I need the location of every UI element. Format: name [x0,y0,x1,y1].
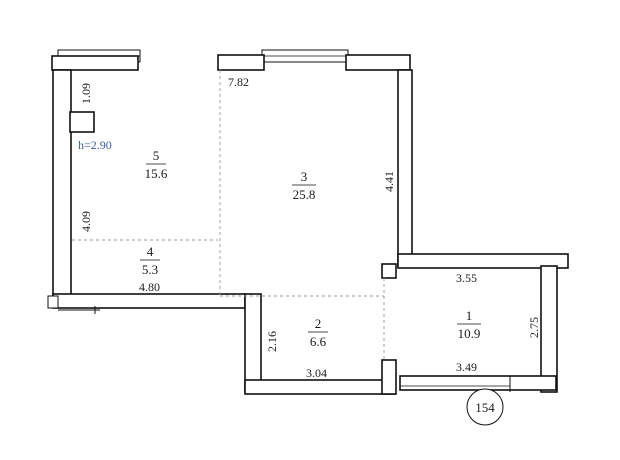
room-1-number: 1 [466,308,473,323]
room-5-label: 5 15.6 [145,148,168,181]
room-5-number: 5 [153,148,160,163]
room-1-label: 1 10.9 [457,308,481,341]
plan-number-badge: 154 [466,388,504,426]
room-4-label: 4 5.3 [140,244,160,277]
room-4-number: 4 [147,244,154,259]
dim-left-upper: 1.09 [79,83,93,104]
ceiling-height: h=2.90 [78,138,112,152]
room-2-number: 2 [315,316,322,331]
room-2-label: 2 6.6 [308,316,328,349]
dim-room2-side: 2.16 [265,331,279,352]
dim-room2-bottom: 3.04 [306,366,327,380]
room-3-label: 3 25.8 [292,169,316,202]
window-top-right [261,49,349,63]
dim-room1-side: 2.75 [527,317,541,338]
room-4-area: 5.3 [142,262,158,277]
dim-room4-width: 4.80 [139,280,160,294]
exterior-walls [51,54,569,395]
entrance-door [47,295,100,314]
dim-right-upper: 4.41 [382,171,396,192]
dim-room1-bottom: 3.49 [456,360,477,374]
plan-number: 154 [475,400,495,415]
dim-room1-top: 3.55 [456,271,477,285]
dim-top-width: 7.82 [228,75,249,89]
dim-left-lower: 4.09 [79,211,93,232]
room-3-number: 3 [301,169,308,184]
door-room1-bottom [400,376,511,392]
room-3-area: 25.8 [293,187,316,202]
room-5-area: 15.6 [145,166,168,181]
room-dividers [72,70,385,360]
room-1-area: 10.9 [458,326,481,341]
room-2-area: 6.6 [310,334,327,349]
